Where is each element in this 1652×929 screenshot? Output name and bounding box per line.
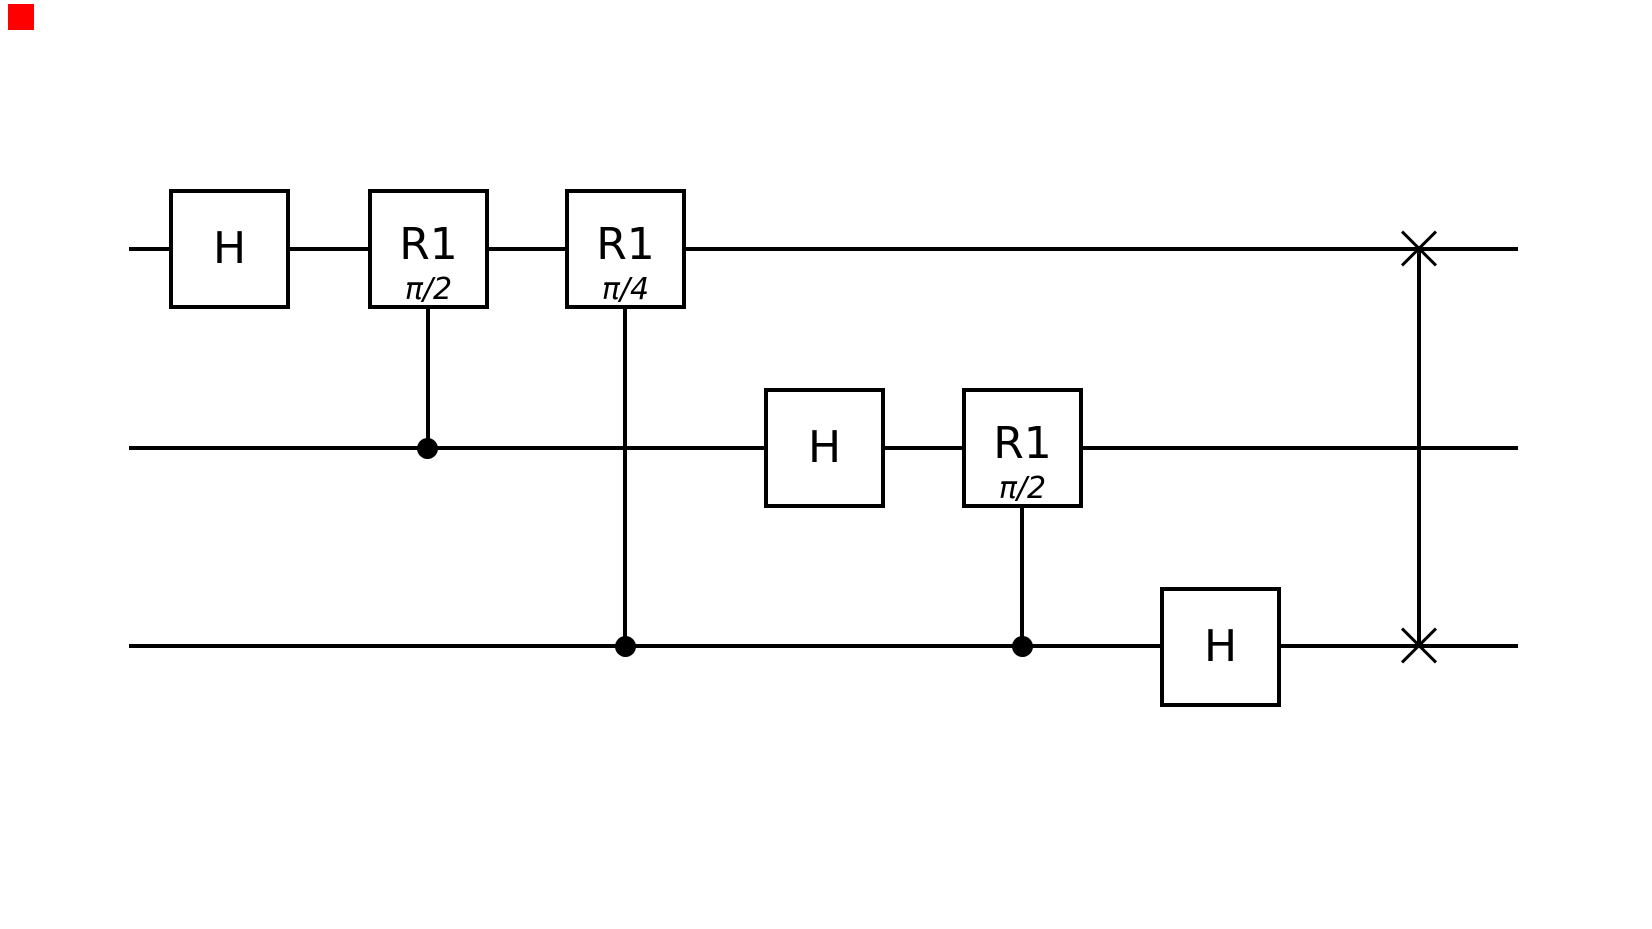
red-square-marker <box>8 4 34 30</box>
gate-r1-pi2-q1: R1 π/2 <box>962 388 1083 508</box>
gate-label: R1 <box>993 418 1052 469</box>
gate-h-q1: H <box>764 388 885 508</box>
gate-label: R1 <box>399 219 458 270</box>
gate-h-q0: H <box>169 189 290 309</box>
gate-label: H <box>212 223 247 274</box>
gate-r1-pi2-q0: R1 π/2 <box>368 189 489 309</box>
gate-label: H <box>807 422 842 473</box>
gate-label: H <box>1203 621 1238 672</box>
control-dot-q2-second <box>1012 636 1033 657</box>
control-line-r1-pi2-q1 <box>1020 508 1024 648</box>
qubit-wire-2 <box>129 644 1518 648</box>
qubit-wire-0 <box>129 247 1518 251</box>
swap-connector-line <box>1417 247 1421 648</box>
control-line-r1-pi2-q0 <box>426 309 430 450</box>
gate-label: R1 <box>596 219 655 270</box>
gate-angle-label: π/2 <box>998 471 1047 506</box>
gate-angle-label: π/4 <box>601 272 650 307</box>
gate-r1-pi4-q0: R1 π/4 <box>565 189 686 309</box>
gate-h-q2: H <box>1160 587 1281 707</box>
control-dot-q1 <box>417 438 438 459</box>
swap-cross-icon <box>1395 225 1443 273</box>
control-dot-q2 <box>615 636 636 657</box>
gate-angle-label: π/2 <box>404 272 453 307</box>
swap-cross-icon <box>1395 622 1443 670</box>
control-line-r1-pi4-q0 <box>623 309 627 648</box>
